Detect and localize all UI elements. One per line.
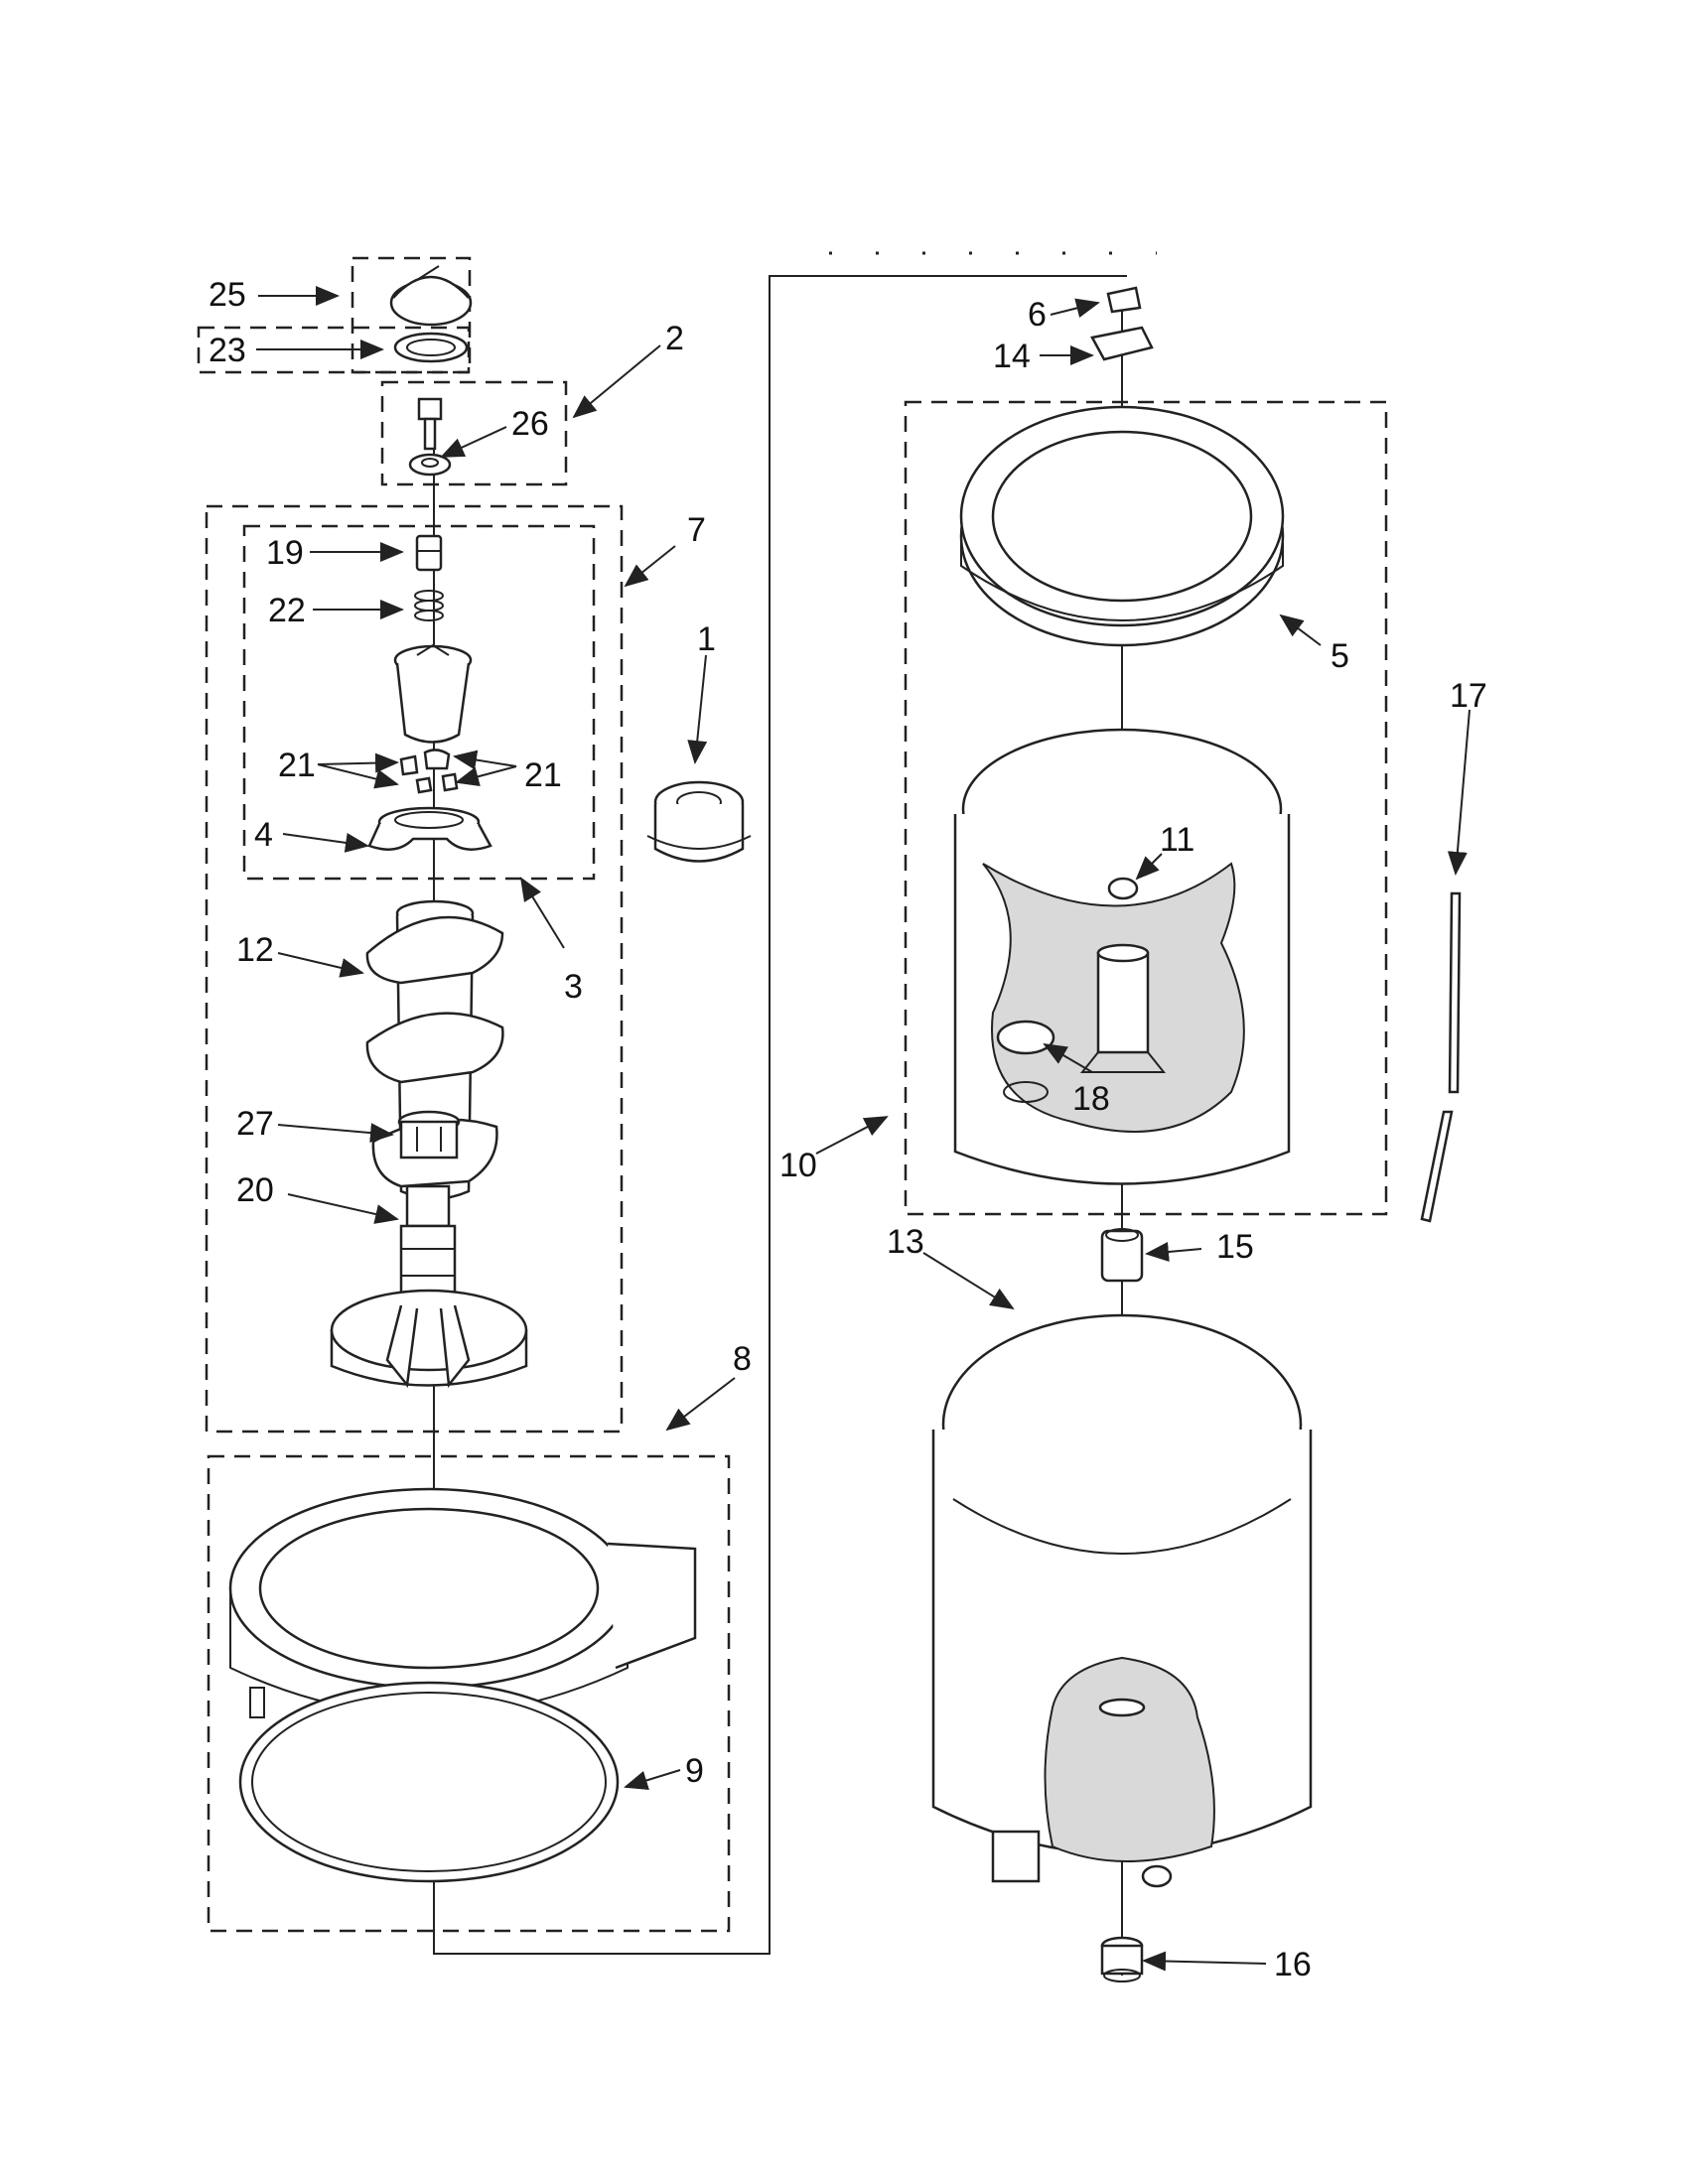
label-25: 25 bbox=[209, 276, 246, 314]
label-19: 19 bbox=[266, 534, 304, 572]
cap-part-1 bbox=[646, 780, 752, 863]
bracket-part-14 bbox=[1090, 326, 1154, 361]
label-1: 1 bbox=[697, 620, 716, 658]
agitator-base-part-20 bbox=[330, 1184, 528, 1389]
label-16: 16 bbox=[1274, 1946, 1312, 1983]
group-box-7 bbox=[205, 504, 624, 1433]
tub-ring-part-8 bbox=[228, 1487, 697, 1763]
label-15: 15 bbox=[1216, 1228, 1254, 1266]
dogs-part-21 bbox=[399, 749, 459, 794]
label-6: 6 bbox=[1028, 296, 1047, 334]
label-5: 5 bbox=[1331, 637, 1349, 675]
group-box-23 bbox=[197, 326, 471, 374]
group-box-2 bbox=[380, 380, 568, 486]
label-7: 7 bbox=[687, 511, 706, 549]
label-13: 13 bbox=[887, 1223, 924, 1261]
label-22: 22 bbox=[268, 592, 306, 629]
dog-part-19 bbox=[415, 534, 443, 572]
group-box-8 bbox=[207, 1454, 731, 1933]
label-26: 26 bbox=[511, 405, 549, 443]
label-18: 18 bbox=[1072, 1080, 1110, 1118]
drain-plug-part-16 bbox=[1100, 1936, 1144, 1982]
label-27: 27 bbox=[236, 1105, 274, 1143]
callout-arrows bbox=[256, 286, 1471, 1972]
label-23: 23 bbox=[209, 332, 246, 369]
hose-part-17 bbox=[1420, 891, 1462, 1223]
cam-assembly bbox=[393, 643, 473, 744]
bearing-part-27 bbox=[397, 1110, 461, 1160]
label-17: 17 bbox=[1450, 677, 1487, 715]
label-4: 4 bbox=[254, 816, 273, 854]
clip-part-6 bbox=[1106, 286, 1142, 314]
group-box-5 bbox=[904, 400, 1388, 1216]
label-14: 14 bbox=[993, 338, 1031, 375]
label-21-right: 21 bbox=[524, 756, 562, 794]
label-12: 12 bbox=[236, 931, 274, 969]
seal-ring-part-23 bbox=[393, 332, 469, 363]
drive-block-part-15 bbox=[1100, 1228, 1144, 1283]
label-20: 20 bbox=[236, 1171, 274, 1209]
basket-part bbox=[953, 728, 1291, 1185]
group-box-3 bbox=[242, 524, 596, 881]
seal-part-9 bbox=[238, 1681, 620, 1883]
label-3: 3 bbox=[564, 968, 583, 1006]
bolt-part-26 bbox=[408, 397, 452, 477]
plug-part-18 bbox=[996, 1020, 1055, 1103]
outer-tub-part-13 bbox=[931, 1313, 1313, 1888]
agitator-cap-part-25 bbox=[389, 265, 473, 327]
nut-part-11 bbox=[1107, 877, 1139, 900]
label-11: 11 bbox=[1160, 821, 1194, 859]
label-8: 8 bbox=[733, 1340, 752, 1378]
label-21-left: 21 bbox=[278, 747, 316, 784]
spring-part-22 bbox=[414, 590, 444, 621]
label-10: 10 bbox=[779, 1147, 817, 1184]
ratchet-part-4 bbox=[367, 806, 492, 851]
label-2: 2 bbox=[665, 320, 684, 357]
label-9: 9 bbox=[685, 1752, 704, 1790]
balance-ring-part-5 bbox=[959, 405, 1285, 647]
